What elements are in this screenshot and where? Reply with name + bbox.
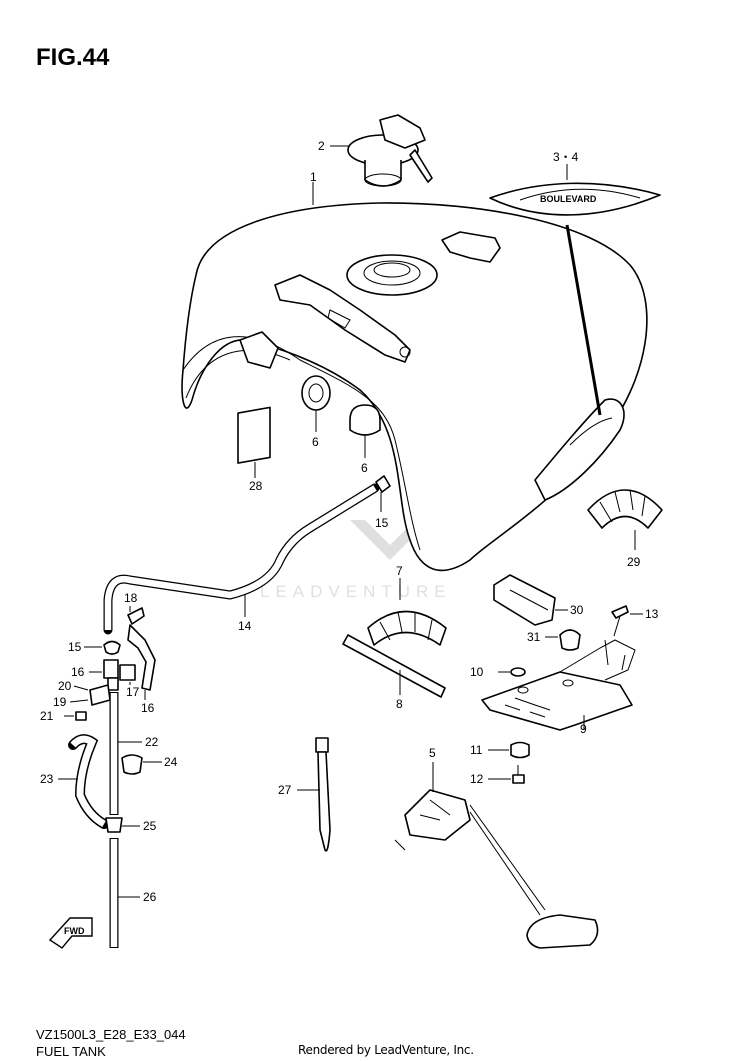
callout-13: 13 — [645, 607, 659, 621]
hose-clamp-lower — [103, 640, 121, 655]
tank-cushion-upper — [301, 375, 331, 411]
figure-name: FUEL TANK — [36, 1044, 106, 1059]
callout-30: 29 — [627, 555, 641, 569]
screw-22 — [75, 711, 87, 721]
callout-8: 8 — [396, 697, 403, 711]
rear-cushion — [587, 489, 663, 529]
rubber-cushion-11 — [510, 741, 530, 759]
rubber-cushion-32 — [559, 629, 581, 651]
tank-band — [342, 634, 446, 698]
footer-credit: Rendered by LeadVenture, Inc. — [298, 1043, 474, 1057]
callout-22: 21 — [40, 709, 54, 723]
hose-bracket — [127, 624, 156, 691]
clamp-20-21 — [89, 684, 111, 706]
callout-17: 16 — [141, 701, 155, 715]
callout-21: 20 — [58, 679, 72, 693]
fuel-tank — [181, 202, 648, 572]
caution-label — [237, 406, 271, 464]
callout-24: 23 — [40, 772, 54, 786]
callout-9: 9 — [580, 722, 587, 736]
side-cushion — [493, 574, 556, 626]
bolt-13 — [611, 605, 629, 637]
callout-6a: 6 — [312, 435, 319, 449]
callout-5: 5 — [429, 746, 436, 760]
callout-1: 1 — [310, 170, 317, 184]
fwd-text: FWD — [64, 926, 85, 936]
callout-3-4: 3・4 — [553, 150, 579, 164]
callout-12: 12 — [470, 772, 484, 786]
hose-clamp-upper — [375, 475, 391, 493]
model-code: VZ1500L3_E28_E33_044 — [36, 1027, 186, 1042]
bolt-12 — [512, 765, 525, 784]
washer-10 — [510, 667, 526, 677]
callout-32: 31 — [527, 630, 541, 644]
callout-14: 14 — [238, 619, 252, 633]
fuel-cap — [347, 114, 433, 187]
callout-28: 27 — [278, 783, 292, 797]
callout-31: 30 — [570, 603, 584, 617]
callout-26: 25 — [143, 819, 157, 833]
callout-6b: 6 — [361, 461, 368, 475]
hose-joint-16 — [103, 659, 119, 691]
callout-15b: 15 — [375, 516, 389, 530]
callout-20: 19 — [53, 695, 67, 709]
callout-16: 16 — [71, 665, 85, 679]
callout-11: 11 — [470, 743, 483, 757]
callout-23: 22 — [145, 735, 159, 749]
fuel-level-gauge — [394, 789, 599, 949]
tank-rear-bracket — [481, 639, 636, 731]
callout-18: 17 — [126, 685, 140, 699]
cable-tie — [315, 737, 331, 852]
boulevard-emblem: BOULEVARD — [489, 182, 661, 216]
callout-25: 24 — [164, 755, 178, 769]
callout-27: 26 — [143, 890, 157, 904]
callout-15a: 15 — [68, 640, 82, 654]
callout-19: 18 — [124, 591, 138, 605]
callout-2: 2 — [318, 139, 325, 153]
callout-10: 10 — [470, 665, 484, 679]
callout-7: 7 — [396, 564, 403, 578]
emblem-text: BOULEVARD — [540, 194, 597, 204]
tank-cushion-front — [367, 610, 447, 646]
watermark-text: LEADVENTURE — [260, 582, 452, 601]
joint-26 — [105, 817, 123, 833]
fwd-arrow-icon: FWD — [48, 917, 93, 949]
figure-title: FIG.44 — [36, 44, 110, 71]
clip-19 — [127, 607, 145, 625]
cap-25 — [121, 754, 143, 775]
tank-cushion-lower — [349, 404, 381, 436]
callout-29: 28 — [249, 479, 263, 493]
